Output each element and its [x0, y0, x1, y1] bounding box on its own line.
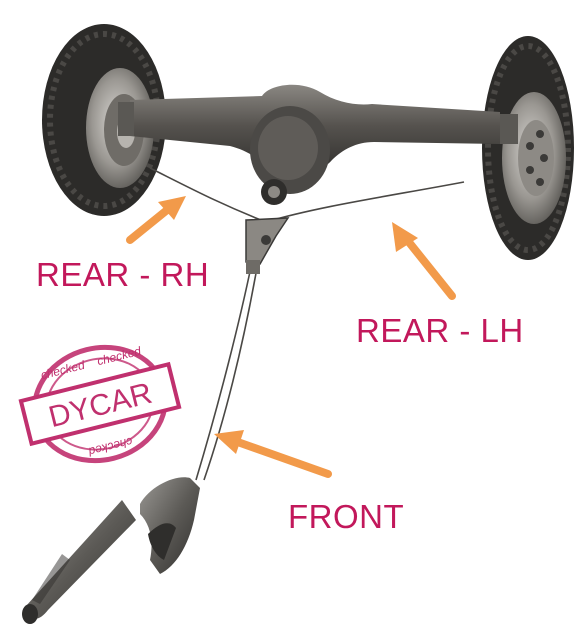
- arrow-rear-rh: [126, 196, 186, 244]
- brake-cables: [149, 167, 465, 481]
- arrow-front: [214, 430, 332, 478]
- stamp-icon: DYCAR checked checked checked: [18, 344, 182, 464]
- arrow-rear-lh: [392, 222, 456, 300]
- arrow-icon: [126, 196, 456, 478]
- cable-equalizer: [245, 217, 290, 274]
- label-rear-lh: REAR - LH: [356, 312, 524, 349]
- label-front: FRONT: [288, 498, 405, 535]
- handbrake-lever: [22, 477, 200, 624]
- label-rear-rh: REAR - RH: [36, 256, 210, 293]
- rear-lh-wheel: [482, 36, 574, 260]
- axle-housing: [118, 84, 518, 205]
